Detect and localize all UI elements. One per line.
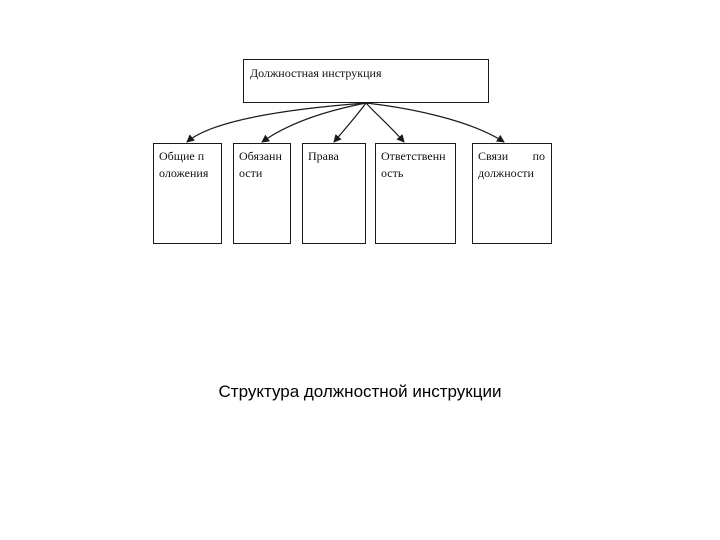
child-node-label: Обязанности: [239, 149, 282, 180]
diagram-caption: Структура должностной инструкции: [218, 382, 502, 401]
root-node-job-description: Должностная инструкция: [243, 59, 489, 103]
connector-to-job-relations: [365, 102, 505, 143]
child-node-duties: Обязанности: [233, 143, 291, 244]
child-node-rights: Права: [302, 143, 366, 244]
child-node-general-provisions: Общие положения: [153, 143, 222, 244]
connector-to-general-provisions: [186, 102, 367, 143]
connector-to-duties: [261, 102, 367, 143]
child-node-label: Права: [308, 149, 339, 163]
child-node-label: Связи по должности: [478, 149, 545, 180]
connector-to-responsibility: [365, 102, 405, 143]
child-node-job-relations: Связи по должности: [472, 143, 552, 244]
root-node-label: Должностная инструкция: [250, 66, 382, 80]
connector-to-rights: [333, 102, 367, 143]
child-node-label: Ответственность: [381, 149, 446, 180]
child-node-label: Общие положения: [159, 149, 209, 180]
child-node-responsibility: Ответственность: [375, 143, 456, 244]
